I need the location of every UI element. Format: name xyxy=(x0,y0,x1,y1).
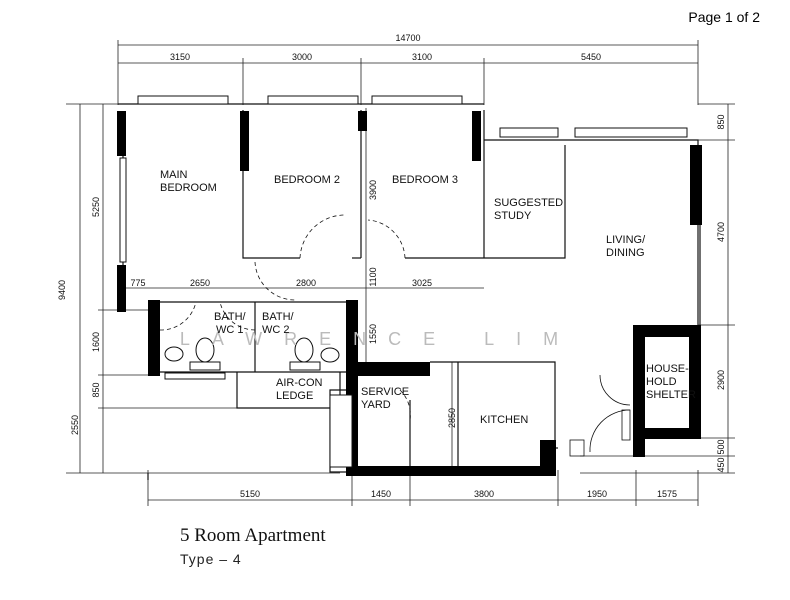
dim-right-4: 500 xyxy=(716,439,726,454)
kitchen-label: KITCHEN xyxy=(480,414,528,426)
dim-right-5: 450 xyxy=(716,457,726,472)
dim-top-total: 14700 xyxy=(395,33,420,43)
bath1-label-2: WC 1 xyxy=(216,324,244,336)
dim-right-2: 4700 xyxy=(716,222,726,242)
dim-mid-3: 2800 xyxy=(296,278,316,288)
dimension-labels: 14700 3150 3000 3100 5450 775 2650 2800 … xyxy=(57,33,726,499)
dim-left-mid: 1600 xyxy=(91,332,101,352)
dim-inner-bedroom3: 3900 xyxy=(368,180,378,200)
living-label-1: LIVING/ xyxy=(606,234,646,246)
dim-top-2: 3000 xyxy=(292,52,312,62)
dim-top-4: 5450 xyxy=(581,52,601,62)
living-label-2: DINING xyxy=(606,247,645,259)
shelter-label-1: HOUSE- xyxy=(646,363,689,375)
service-label-1: SERVICE xyxy=(361,386,409,398)
dim-bottom-1: 5150 xyxy=(240,489,260,499)
main-bedroom-label-2: BEDROOM xyxy=(160,182,217,194)
bath1-label-1: BATH/ xyxy=(214,311,247,323)
walls xyxy=(117,95,702,480)
dim-left-total: 9400 xyxy=(57,280,67,300)
dimension-lines xyxy=(66,40,735,506)
dim-mid-2: 2650 xyxy=(190,278,210,288)
page-number: Page 1 of 2 xyxy=(688,9,760,25)
dim-top-1: 3150 xyxy=(170,52,190,62)
main-bedroom-label-1: MAIN xyxy=(160,169,188,181)
plan-title: 5 Room Apartment xyxy=(180,525,326,546)
dim-left-lower: 2550 xyxy=(70,415,80,435)
dim-right-1: 850 xyxy=(716,114,726,129)
study-label-2: STUDY xyxy=(494,210,532,222)
dim-bottom-5: 1575 xyxy=(657,489,677,499)
dim-inner-kitchen: 2850 xyxy=(447,408,457,428)
aircon-label-2: LEDGE xyxy=(276,390,313,402)
dim-top-3: 3100 xyxy=(412,52,432,62)
dim-left-ledge: 850 xyxy=(91,382,101,397)
dim-bottom-4: 1950 xyxy=(587,489,607,499)
shelter-label-3: SHELTER xyxy=(646,389,696,401)
dim-mid-1: 775 xyxy=(130,278,145,288)
study-label-1: SUGGESTED xyxy=(494,197,563,209)
dim-bottom-2: 1450 xyxy=(371,489,391,499)
dim-inner-1550: 1550 xyxy=(368,324,378,344)
shelter-label-2: HOLD xyxy=(646,376,677,388)
plan-subtitle: Type – 4 xyxy=(180,551,242,567)
dim-inner-1100: 1100 xyxy=(368,267,378,286)
dim-mid-4: 3025 xyxy=(412,278,432,288)
service-label-2: YARD xyxy=(361,399,391,411)
dim-left-upper: 5250 xyxy=(91,197,101,217)
dim-right-3: 2900 xyxy=(716,370,726,390)
aircon-label-1: AIR-CON xyxy=(276,377,323,389)
bedroom2-label: BEDROOM 2 xyxy=(274,174,340,186)
room-labels: MAIN BEDROOM BEDROOM 2 BEDROOM 3 SUGGEST… xyxy=(160,169,696,426)
bath2-label-2: WC 2 xyxy=(262,324,290,336)
bedroom3-label: BEDROOM 3 xyxy=(392,174,458,186)
watermark-text: LAWRENCE LIM xyxy=(180,329,580,349)
bath2-label-1: BATH/ xyxy=(262,311,295,323)
dim-bottom-3: 3800 xyxy=(474,489,494,499)
